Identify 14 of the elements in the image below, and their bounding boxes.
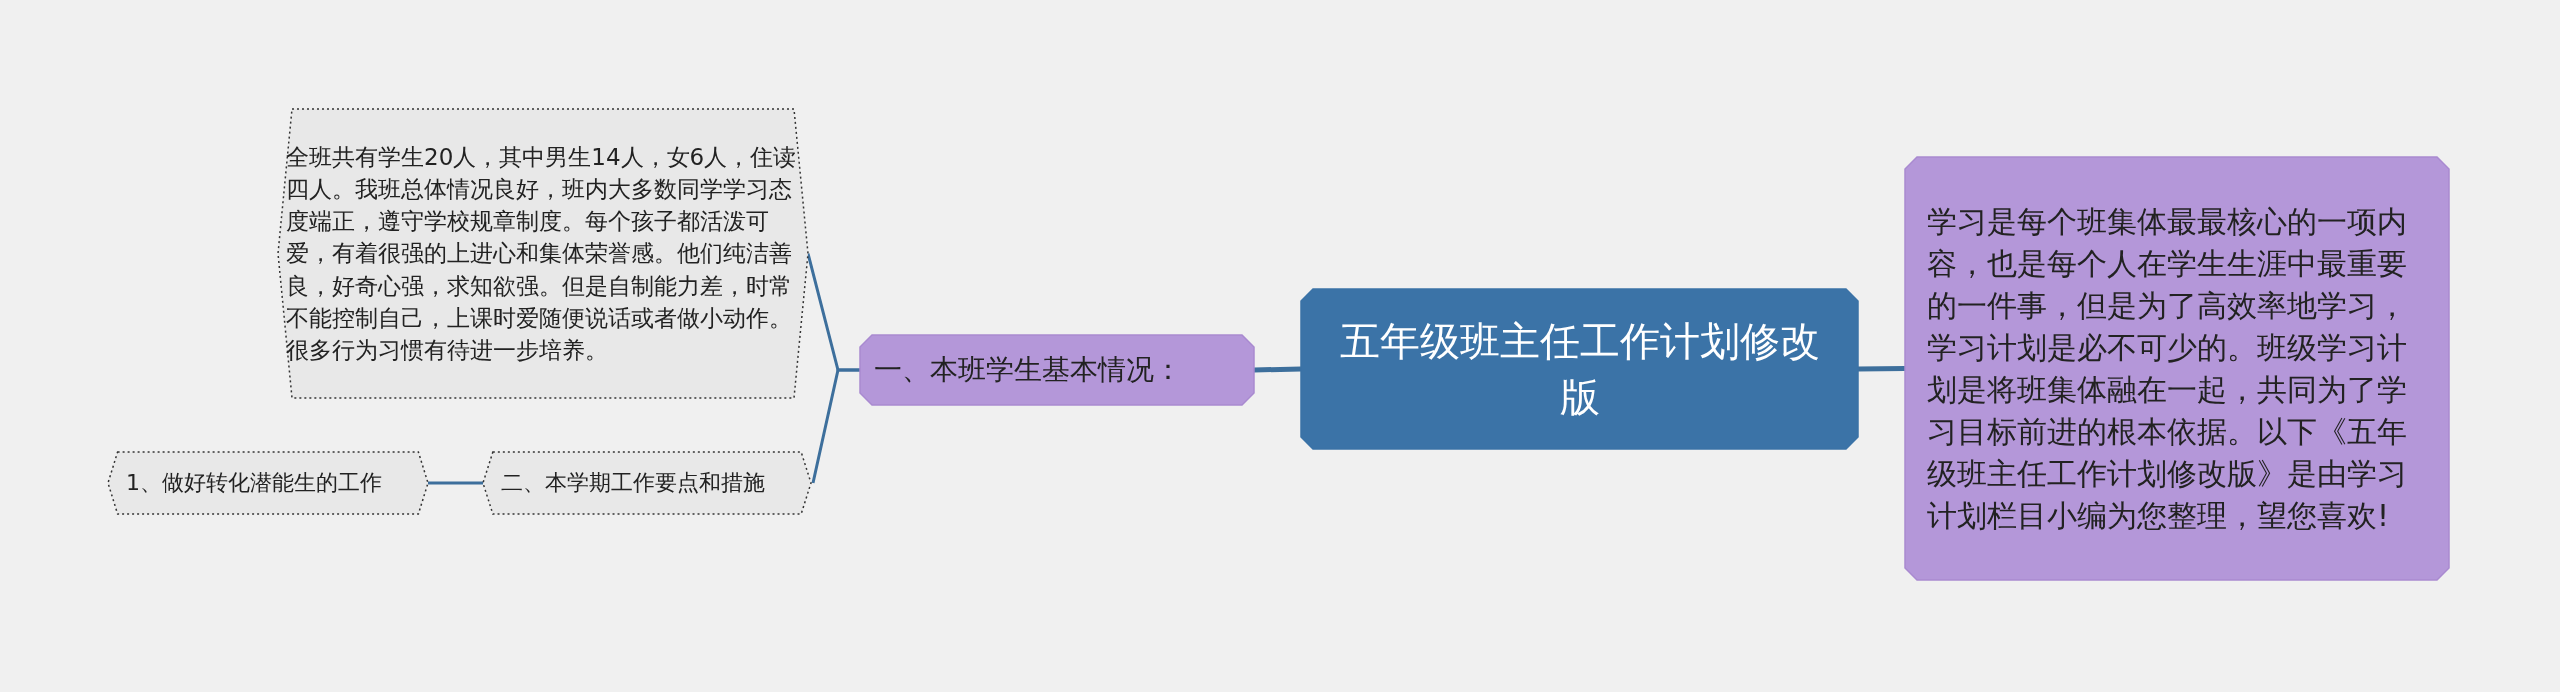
topic-text: 二、本学期工作要点和措施 xyxy=(501,468,766,497)
subtopic-box xyxy=(108,452,428,514)
topic-text: 全班共有学生20人，其中男生14人，女6人，住读四人。我班总体情况良好，班内大多数同学学习态度端正，遵守学校规章制度。每个孩子都活泼可爱，有着很强的上进心和集体荣誉感。他们纯洁善良，好奇心强，求知欲强。但是自制能力差，时常不能控制自己，上课时爱随便说话或者做小动作。很多行为习惯有待进一步培养。 xyxy=(286,142,798,365)
topic-box xyxy=(860,335,1254,405)
central-topic-box xyxy=(1301,289,1858,449)
topic-text: 五年级班主任工作计划修改版 xyxy=(1338,317,1821,422)
topic-text: 1、做好转化潜能生的工作 xyxy=(126,468,383,497)
subtopic-box xyxy=(483,452,811,514)
connector-line xyxy=(811,368,860,484)
topic-box xyxy=(1905,157,2449,580)
connector-line xyxy=(428,481,483,485)
topic-text: 学习是每个班集体最最核心的一项内容，也是每个人在学生生涯中最重要的一件事，但是为了高效率地学习，学习计划是必不可少的。班级学习计划是将班集体融在一起，共同为了学习目标前进的根本依据。以下《五年级班主任工作计划修改版》是由学习计划栏目小编为您整理，望您喜欢! xyxy=(1927,202,2408,535)
subtopic-box xyxy=(278,109,808,398)
topic-text: 一、本班学生基本情况： xyxy=(874,352,1183,389)
